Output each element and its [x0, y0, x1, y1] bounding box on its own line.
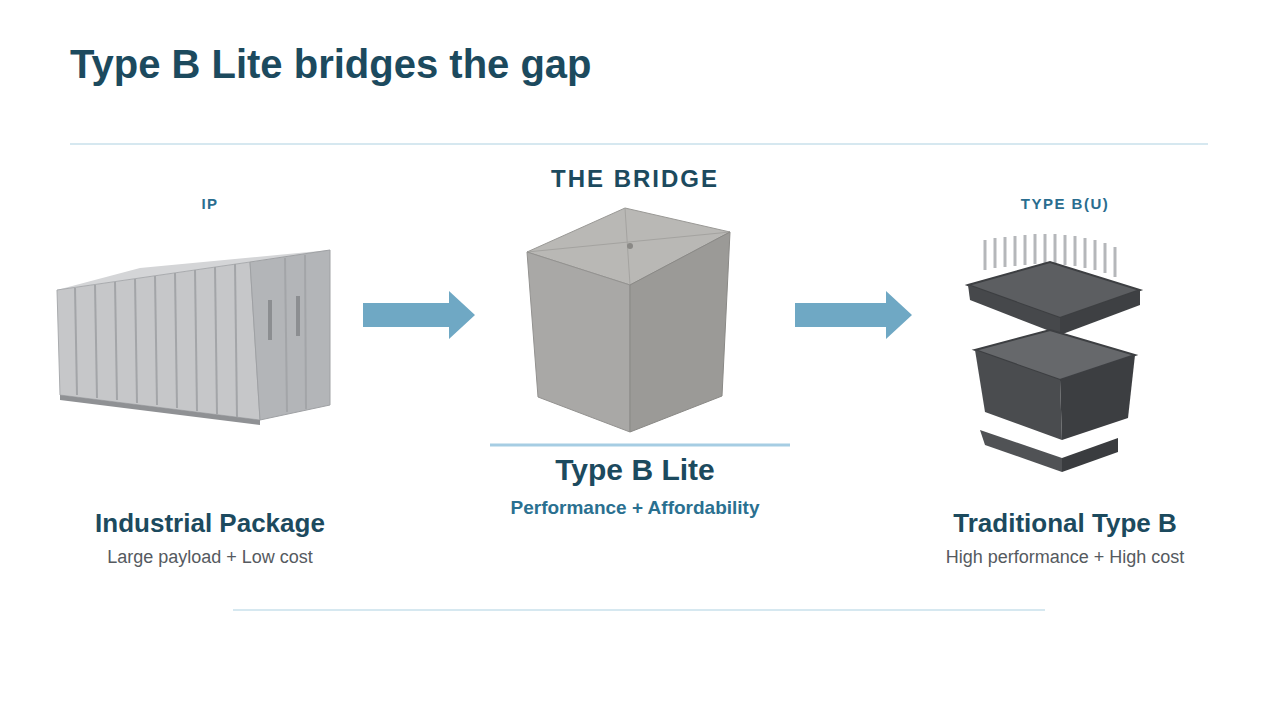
divider-line: [70, 143, 1208, 145]
typeb-illustration: [968, 234, 1140, 472]
divider-line: [233, 609, 1045, 611]
package-tagline: High performance + High cost: [920, 547, 1210, 568]
cube-side: [630, 232, 730, 432]
container-illustration: [57, 250, 330, 425]
package-name: Type B Lite: [483, 453, 787, 487]
package-name: Industrial Package: [65, 508, 355, 539]
package-column: THE BRIDGE Type B LitePerformance + Affor…: [483, 165, 787, 585]
package-name: Traditional Type B: [920, 508, 1210, 539]
package-column: TYPE B(U) Traditional Type B High performa…: [920, 165, 1210, 585]
cube-front: [527, 252, 630, 432]
container-side: [57, 262, 260, 420]
container-end: [250, 250, 330, 420]
flow-arrow: [795, 291, 912, 339]
typeb-body: [975, 350, 1062, 440]
category-label: TYPE B(U): [920, 195, 1210, 212]
package-tagline: Performance + Affordability: [483, 497, 787, 519]
flow-arrow: [363, 291, 475, 339]
category-label: IP: [65, 195, 355, 212]
category-label: THE BRIDGE: [483, 165, 787, 193]
package-tagline: Large payload + Low cost: [65, 547, 355, 568]
accent-line: [490, 444, 790, 447]
diagram-title: Type B Lite bridges the gap: [70, 42, 592, 87]
package-column: IP Industrial PackageLarge payload + Low …: [65, 165, 355, 585]
cube-illustration: [527, 208, 730, 432]
